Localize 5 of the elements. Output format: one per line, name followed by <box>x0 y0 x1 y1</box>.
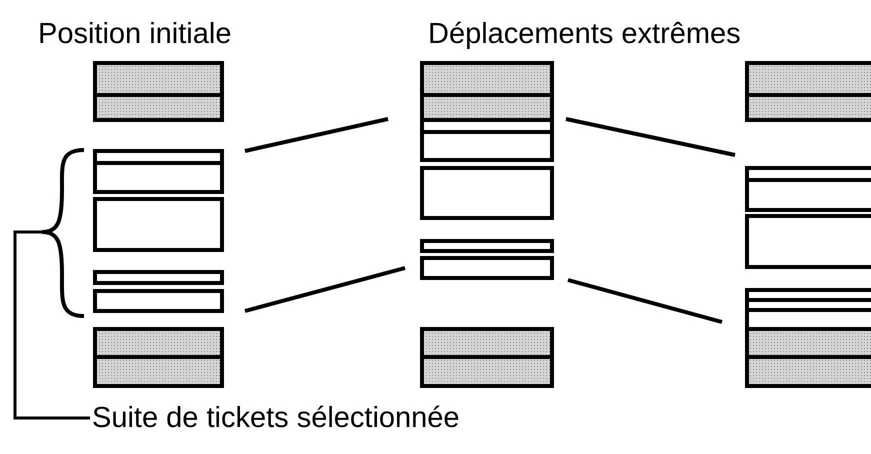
leader-line <box>14 230 90 420</box>
column-heading: Position initiale <box>38 20 232 49</box>
column-heading: Déplacements extrêmes <box>428 20 741 49</box>
caption-text: Suite de tickets sélectionnée <box>92 404 460 433</box>
curly-bracket <box>40 148 84 318</box>
